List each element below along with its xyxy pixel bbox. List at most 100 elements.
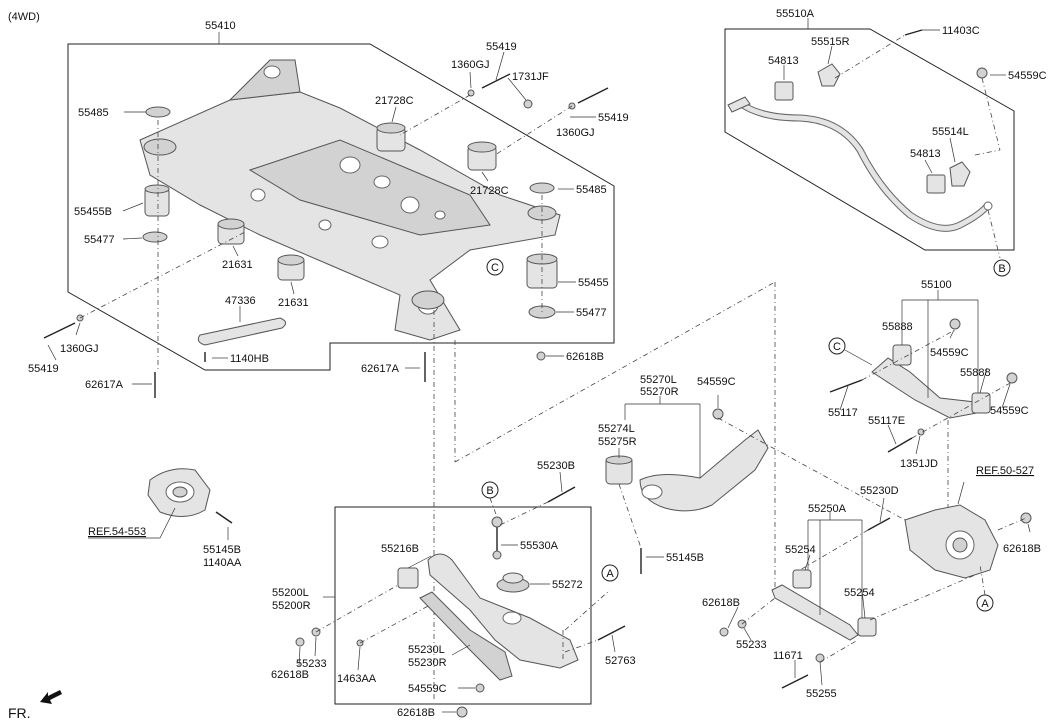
- label-1360gj-mid: 1360GJ: [556, 127, 595, 139]
- bolt-11403c: [904, 29, 923, 36]
- rear-subframe: [139, 59, 561, 341]
- callout-c-subframe: C: [486, 258, 504, 276]
- bushing-21728c-mid: [467, 141, 497, 171]
- lower-arm-group-frame: [334, 506, 592, 705]
- label-55230r: 55230R: [408, 657, 447, 669]
- spring-seat-55272: [496, 572, 530, 593]
- bushing-55254-b: [857, 617, 877, 637]
- link-55530a: [491, 516, 503, 560]
- label-55477-right: 55477: [576, 307, 607, 319]
- centerline: [819, 639, 859, 663]
- callout-a-lower-arm: A: [601, 564, 619, 582]
- label-1463aa: 1463AA: [337, 673, 377, 685]
- callout-a-knuckle: A: [976, 564, 994, 612]
- centerline: [315, 584, 399, 633]
- label-52763: 52763: [605, 655, 636, 667]
- callout-letter: C: [491, 262, 499, 274]
- bushing-21631-b: [277, 254, 305, 281]
- label-55250a: 55250A: [808, 503, 847, 515]
- bolt-55419-mid: [577, 87, 609, 104]
- label-55230l: 55230L: [408, 644, 445, 656]
- stabilizer-group-frame: [724, 28, 1015, 251]
- nut-54559c-bot: [475, 683, 485, 693]
- label-ref-50-527: REF.50-527: [976, 465, 1034, 477]
- bolt-55230b: [547, 486, 576, 503]
- bolt-11671: [781, 674, 809, 689]
- nut-54559c-top: [976, 67, 988, 79]
- subframe-group-frame: [67, 43, 615, 371]
- bushing-54813-a: [774, 81, 794, 101]
- label-55254-a: 55254: [785, 544, 816, 556]
- label-21728c-top: 21728C: [375, 95, 414, 107]
- nut-62618b-bot: [456, 706, 468, 718]
- label-55216b: 55216B: [381, 543, 419, 555]
- label-55233-left: 55233: [296, 658, 327, 670]
- label-1140hb: 1140HB: [230, 353, 269, 365]
- bushing-55216b: [397, 567, 419, 589]
- label-55230d: 55230D: [860, 485, 899, 497]
- bushing-55254-a: [792, 569, 812, 589]
- label-54559c-b: 54559C: [930, 347, 969, 359]
- label-54559c-top: 54559C: [1008, 70, 1047, 82]
- label-62617a-mid: 62617A: [361, 363, 400, 375]
- callout-b-lower-arm: B: [481, 481, 499, 518]
- centerline: [741, 597, 776, 625]
- label-55270l: 55270L: [640, 374, 677, 386]
- label-55888-b: 55888: [960, 367, 991, 379]
- bushing-55888-b: [971, 392, 991, 414]
- label-62618b-top: 62618B: [566, 351, 604, 363]
- bushing-55274l: [605, 455, 633, 485]
- label-11671: 11671: [773, 650, 803, 662]
- centerline: [869, 574, 976, 621]
- nut-54559c-b: [949, 318, 961, 330]
- front-direction-indicator: FR.: [8, 690, 62, 721]
- label-21631-a: 21631: [222, 259, 253, 271]
- assist-arm-55270: [639, 429, 769, 512]
- label-62618b-left: 62618B: [271, 669, 309, 681]
- label-55117: 55117: [828, 407, 858, 419]
- label-54813-b: 54813: [910, 148, 941, 160]
- centerline: [987, 209, 1001, 259]
- label-55515r: 55515R: [811, 36, 850, 48]
- centerline: [454, 281, 776, 463]
- label-55254-b: 55254: [844, 587, 875, 599]
- label-11403c: 11403C: [942, 25, 980, 37]
- shock-mount: [147, 468, 211, 517]
- callout-b-stabilizer: B: [993, 259, 1011, 277]
- bracket-47336: [197, 317, 286, 346]
- label-1360gj-top: 1360GJ: [451, 59, 490, 71]
- label-55145b-mid: 55145B: [666, 552, 704, 564]
- label-1360gj-bot: 1360GJ: [60, 343, 99, 355]
- label-55145b-left: 55145B: [203, 544, 241, 556]
- label-21631-b: 21631: [278, 297, 309, 309]
- label-55510a: 55510A: [776, 8, 815, 20]
- label-62618b-lr: 62618B: [702, 597, 740, 609]
- stabilizer-bar: [727, 96, 993, 232]
- label-55274l: 55274L: [598, 423, 635, 435]
- label-55230b: 55230B: [537, 460, 575, 472]
- label-55410: 55410: [205, 20, 236, 32]
- callout-letter: B: [998, 263, 1005, 275]
- bushing-21728c-top: [376, 122, 406, 152]
- callout-letter: B: [486, 485, 493, 497]
- label-55455b: 55455B: [74, 206, 112, 218]
- label-ref-54-553: REF.54-553: [88, 526, 146, 538]
- label-54559c-mid: 54559C: [697, 376, 736, 388]
- label-55455: 55455: [578, 277, 609, 289]
- washer-55485-right: [529, 182, 555, 194]
- centerline: [981, 77, 1001, 151]
- bolt-55419-top: [481, 73, 511, 89]
- label-55117e: 55117E: [868, 415, 905, 427]
- callout-letter: A: [981, 598, 989, 610]
- centerline: [861, 329, 956, 381]
- label-54813-a: 54813: [768, 55, 799, 67]
- bracket-55514l: [949, 161, 971, 187]
- label-55419-bot: 55419: [28, 363, 59, 375]
- label-55485-left: 55485: [78, 107, 109, 119]
- front-arrow-icon: [40, 690, 62, 704]
- label-62618b-right: 62618B: [1003, 543, 1041, 555]
- label-55100: 55100: [921, 279, 952, 291]
- label-55270r: 55270R: [640, 386, 679, 398]
- washer-55477-left: [142, 231, 168, 243]
